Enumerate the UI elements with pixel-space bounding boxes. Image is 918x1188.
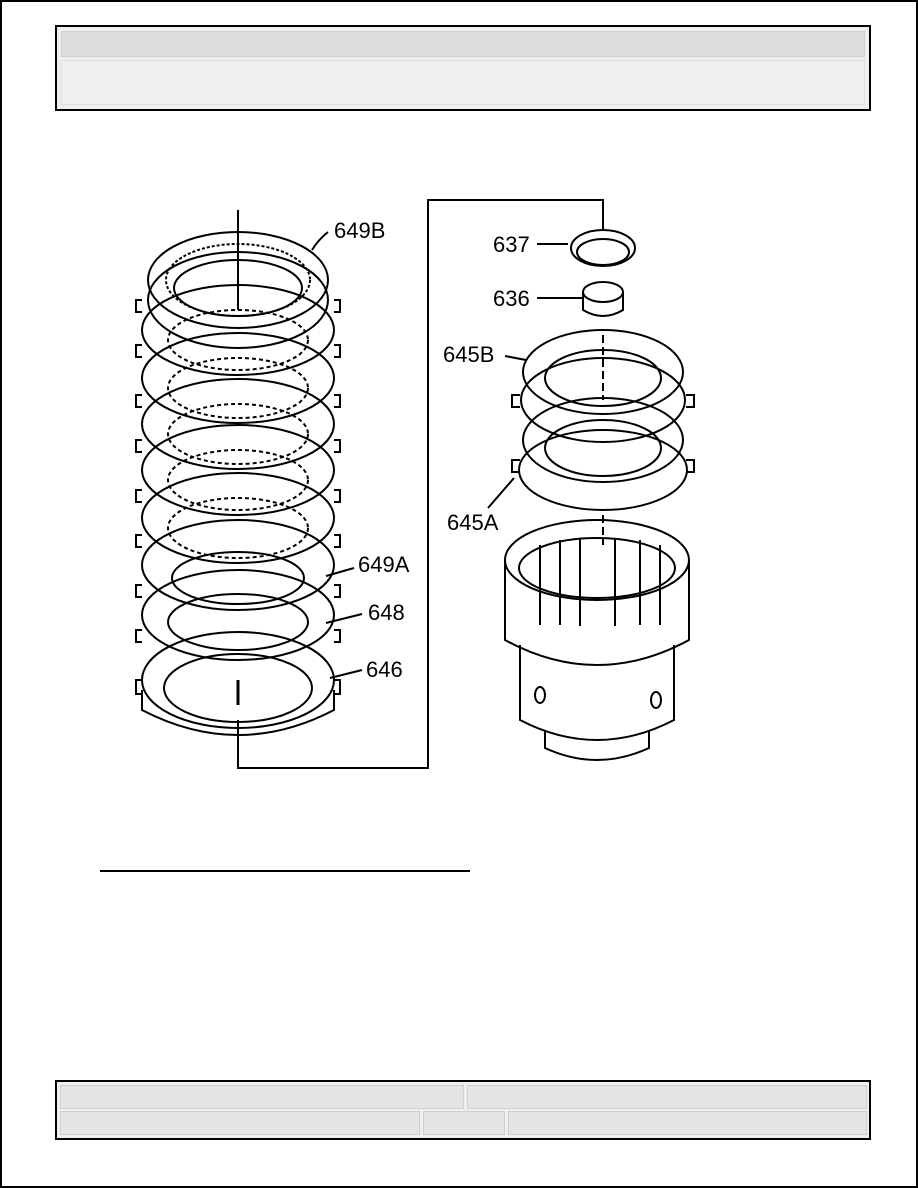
label-645A: 645A <box>447 510 499 535</box>
label-646: 646 <box>366 657 403 682</box>
thrust-bearing-636 <box>582 281 624 317</box>
section-underline <box>100 870 470 872</box>
header-title-bar <box>61 31 865 57</box>
connector-bracket <box>237 199 604 769</box>
clutch-plates-645 <box>511 329 695 511</box>
footer-cell-bottom-mid <box>423 1111 505 1135</box>
footer-box <box>55 1080 871 1140</box>
footer-cell-top-right <box>467 1085 867 1109</box>
label-637: 637 <box>493 232 530 257</box>
header-subtitle-bar <box>61 60 865 105</box>
clutch-housing <box>504 519 690 761</box>
footer-cell-top-left <box>60 1085 464 1109</box>
label-645B: 645B <box>443 342 494 367</box>
footer-cell-bottom-right <box>508 1111 867 1135</box>
label-649A: 649A <box>358 552 410 577</box>
label-636: 636 <box>493 286 530 311</box>
label-648: 648 <box>368 600 405 625</box>
label-649B: 649B <box>334 218 385 243</box>
header-box <box>55 25 871 111</box>
clutch-plate-stack-left <box>135 231 341 736</box>
snap-ring-637 <box>570 229 636 267</box>
footer-cell-bottom-left <box>60 1111 420 1135</box>
